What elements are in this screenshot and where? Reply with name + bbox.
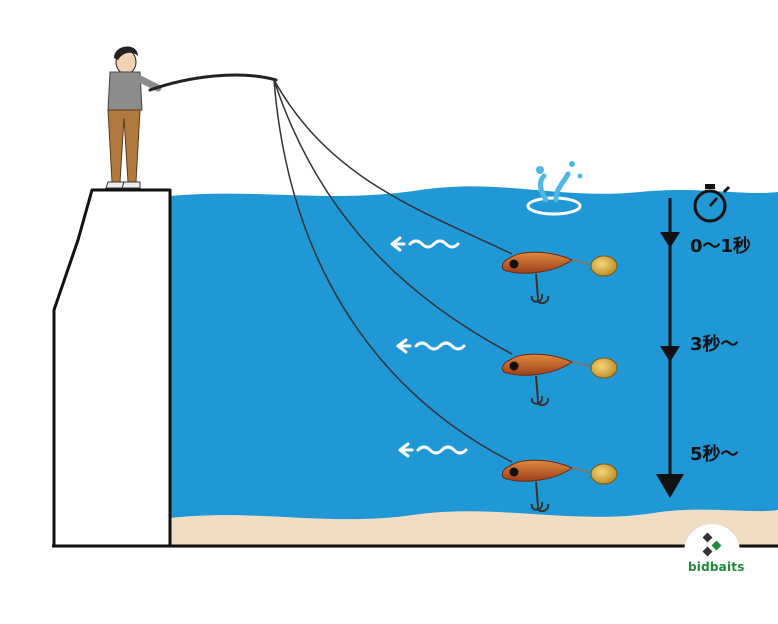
water-splash-icon <box>526 161 583 216</box>
fishing-rod <box>148 73 278 92</box>
lure-3 <box>501 459 618 512</box>
fishing-line-2 <box>273 79 513 355</box>
angler-figure <box>105 46 162 189</box>
sinking-depth-arrow <box>656 198 684 498</box>
lure-1 <box>501 251 618 304</box>
time-label-stage-3: 5秒～ <box>690 444 739 465</box>
time-label-stage-1: 0～1秒 <box>690 236 752 257</box>
swim-direction-arrow-icon <box>390 236 468 458</box>
sand-bottom <box>170 509 778 548</box>
water <box>170 186 778 549</box>
fishing-line-3 <box>273 79 513 463</box>
watermark-text: bidbaits <box>688 560 745 574</box>
time-label-stage-2: 3秒～ <box>690 334 739 355</box>
pier <box>52 188 172 548</box>
watermark-logo-icon <box>684 524 740 580</box>
fishing-line-1 <box>273 79 513 255</box>
stopwatch-icon <box>693 184 731 223</box>
lure-2 <box>501 353 618 406</box>
